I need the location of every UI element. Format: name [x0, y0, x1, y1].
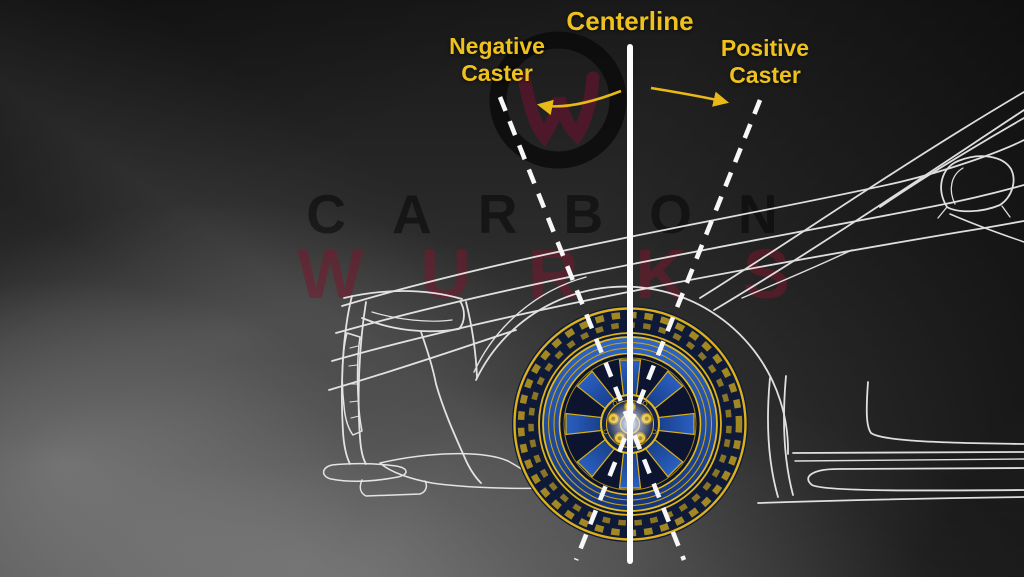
positive-caster-label: Positive Caster [721, 35, 809, 88]
negative-caster-line [497, 96, 687, 561]
positive-caster-line [573, 99, 763, 561]
hub-glow [606, 400, 654, 448]
kidney-grille [341, 332, 363, 436]
side-mirror [937, 155, 1024, 243]
carbon-wurks-logo-watermark-icon [489, 31, 627, 169]
curved-arrow-left-icon [536, 89, 622, 116]
curved-arrow-right-icon [650, 86, 730, 107]
watermark-brand-line2: WURKS [297, 234, 846, 314]
negative-caster-label: Negative Caster [449, 33, 545, 86]
watermark-brand-line1: CARBON [306, 183, 824, 245]
spokes [565, 359, 695, 489]
negative-caster-label-line2: Caster [461, 59, 533, 86]
centerline-label: Centerline [566, 6, 693, 36]
negative-caster-label-line1: Negative [449, 33, 545, 59]
front-splitter [322, 452, 550, 497]
positive-caster-label-line1: Positive [720, 35, 810, 61]
wheel-arch [465, 276, 789, 455]
car-outline [322, 91, 1024, 504]
centerline-label-text: Centerline [566, 6, 694, 36]
front-bumper [340, 295, 482, 484]
logo-w-glyph [517, 71, 600, 147]
logo-ring [489, 31, 627, 169]
headlight [343, 290, 465, 333]
door-and-skirt-lines [757, 375, 1024, 504]
positive-caster-label-line2: Caster [729, 61, 801, 88]
wiper-line [741, 249, 853, 299]
